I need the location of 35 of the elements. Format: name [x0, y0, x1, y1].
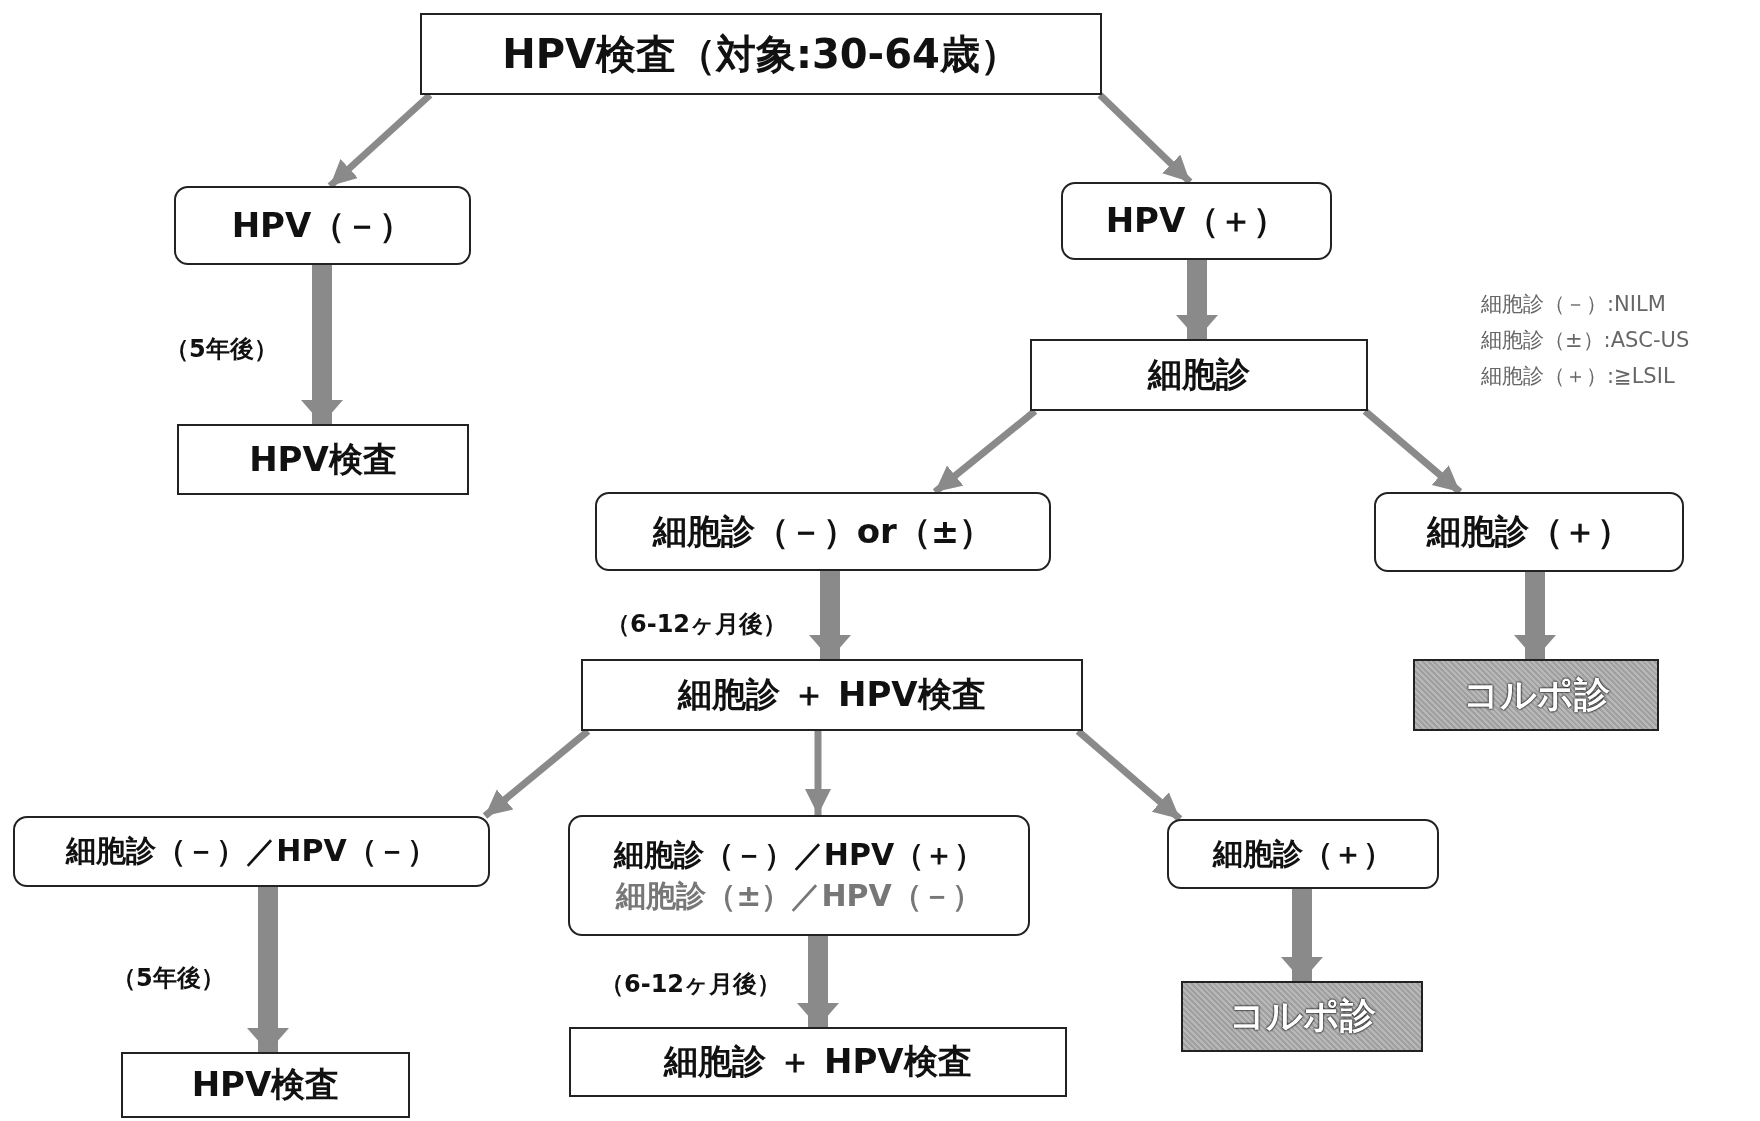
- arrow: [1097, 92, 1193, 185]
- note-text: 細胞診（＋）:≧LSIL: [1481, 363, 1675, 390]
- arrow: [809, 571, 851, 659]
- rounded-box: 細胞診（－）or（±）: [595, 492, 1051, 571]
- edge-label: （5年後）: [112, 963, 225, 994]
- process-box: HPV検査（対象:30-64歳）: [420, 13, 1102, 95]
- process-box: 細胞診 ＋ HPV検査: [569, 1027, 1067, 1097]
- arrow: [805, 731, 831, 815]
- process-box: HPV検査: [121, 1052, 410, 1118]
- note-text: 細胞診（±）:ASC-US: [1481, 327, 1690, 354]
- process-box: 細胞診: [1030, 339, 1368, 411]
- edge-label: （6-12ヶ月後）: [606, 609, 788, 640]
- arrow: [1075, 728, 1183, 822]
- arrow: [1362, 408, 1463, 495]
- arrow: [1514, 572, 1556, 659]
- edge-label: （6-12ヶ月後）: [600, 969, 782, 1000]
- arrow: [1176, 260, 1218, 339]
- arrow: [932, 408, 1038, 495]
- rounded-box: 細胞診（＋）: [1374, 492, 1684, 572]
- rounded-box: 細胞診（－）／HPV（＋） 細胞診（±）／HPV（－）: [568, 815, 1030, 936]
- result-box: コルポ診: [1413, 659, 1659, 731]
- rounded-box: 細胞診（＋）: [1167, 819, 1439, 889]
- rounded-box: HPV（－）: [174, 186, 471, 265]
- arrow: [482, 728, 591, 819]
- rounded-box: 細胞診（－）／HPV（－）: [13, 816, 490, 887]
- note-text: 細胞診（－）:NILM: [1481, 291, 1666, 318]
- arrow: [1281, 889, 1323, 981]
- process-box: 細胞診 ＋ HPV検査: [581, 659, 1083, 731]
- edge-label: （5年後）: [165, 334, 278, 365]
- result-box: コルポ診: [1181, 981, 1423, 1052]
- rounded-box: HPV（＋）: [1061, 182, 1332, 260]
- arrow: [301, 265, 343, 424]
- arrow: [247, 887, 289, 1052]
- arrow: [797, 936, 839, 1027]
- process-box: HPV検査: [177, 424, 469, 495]
